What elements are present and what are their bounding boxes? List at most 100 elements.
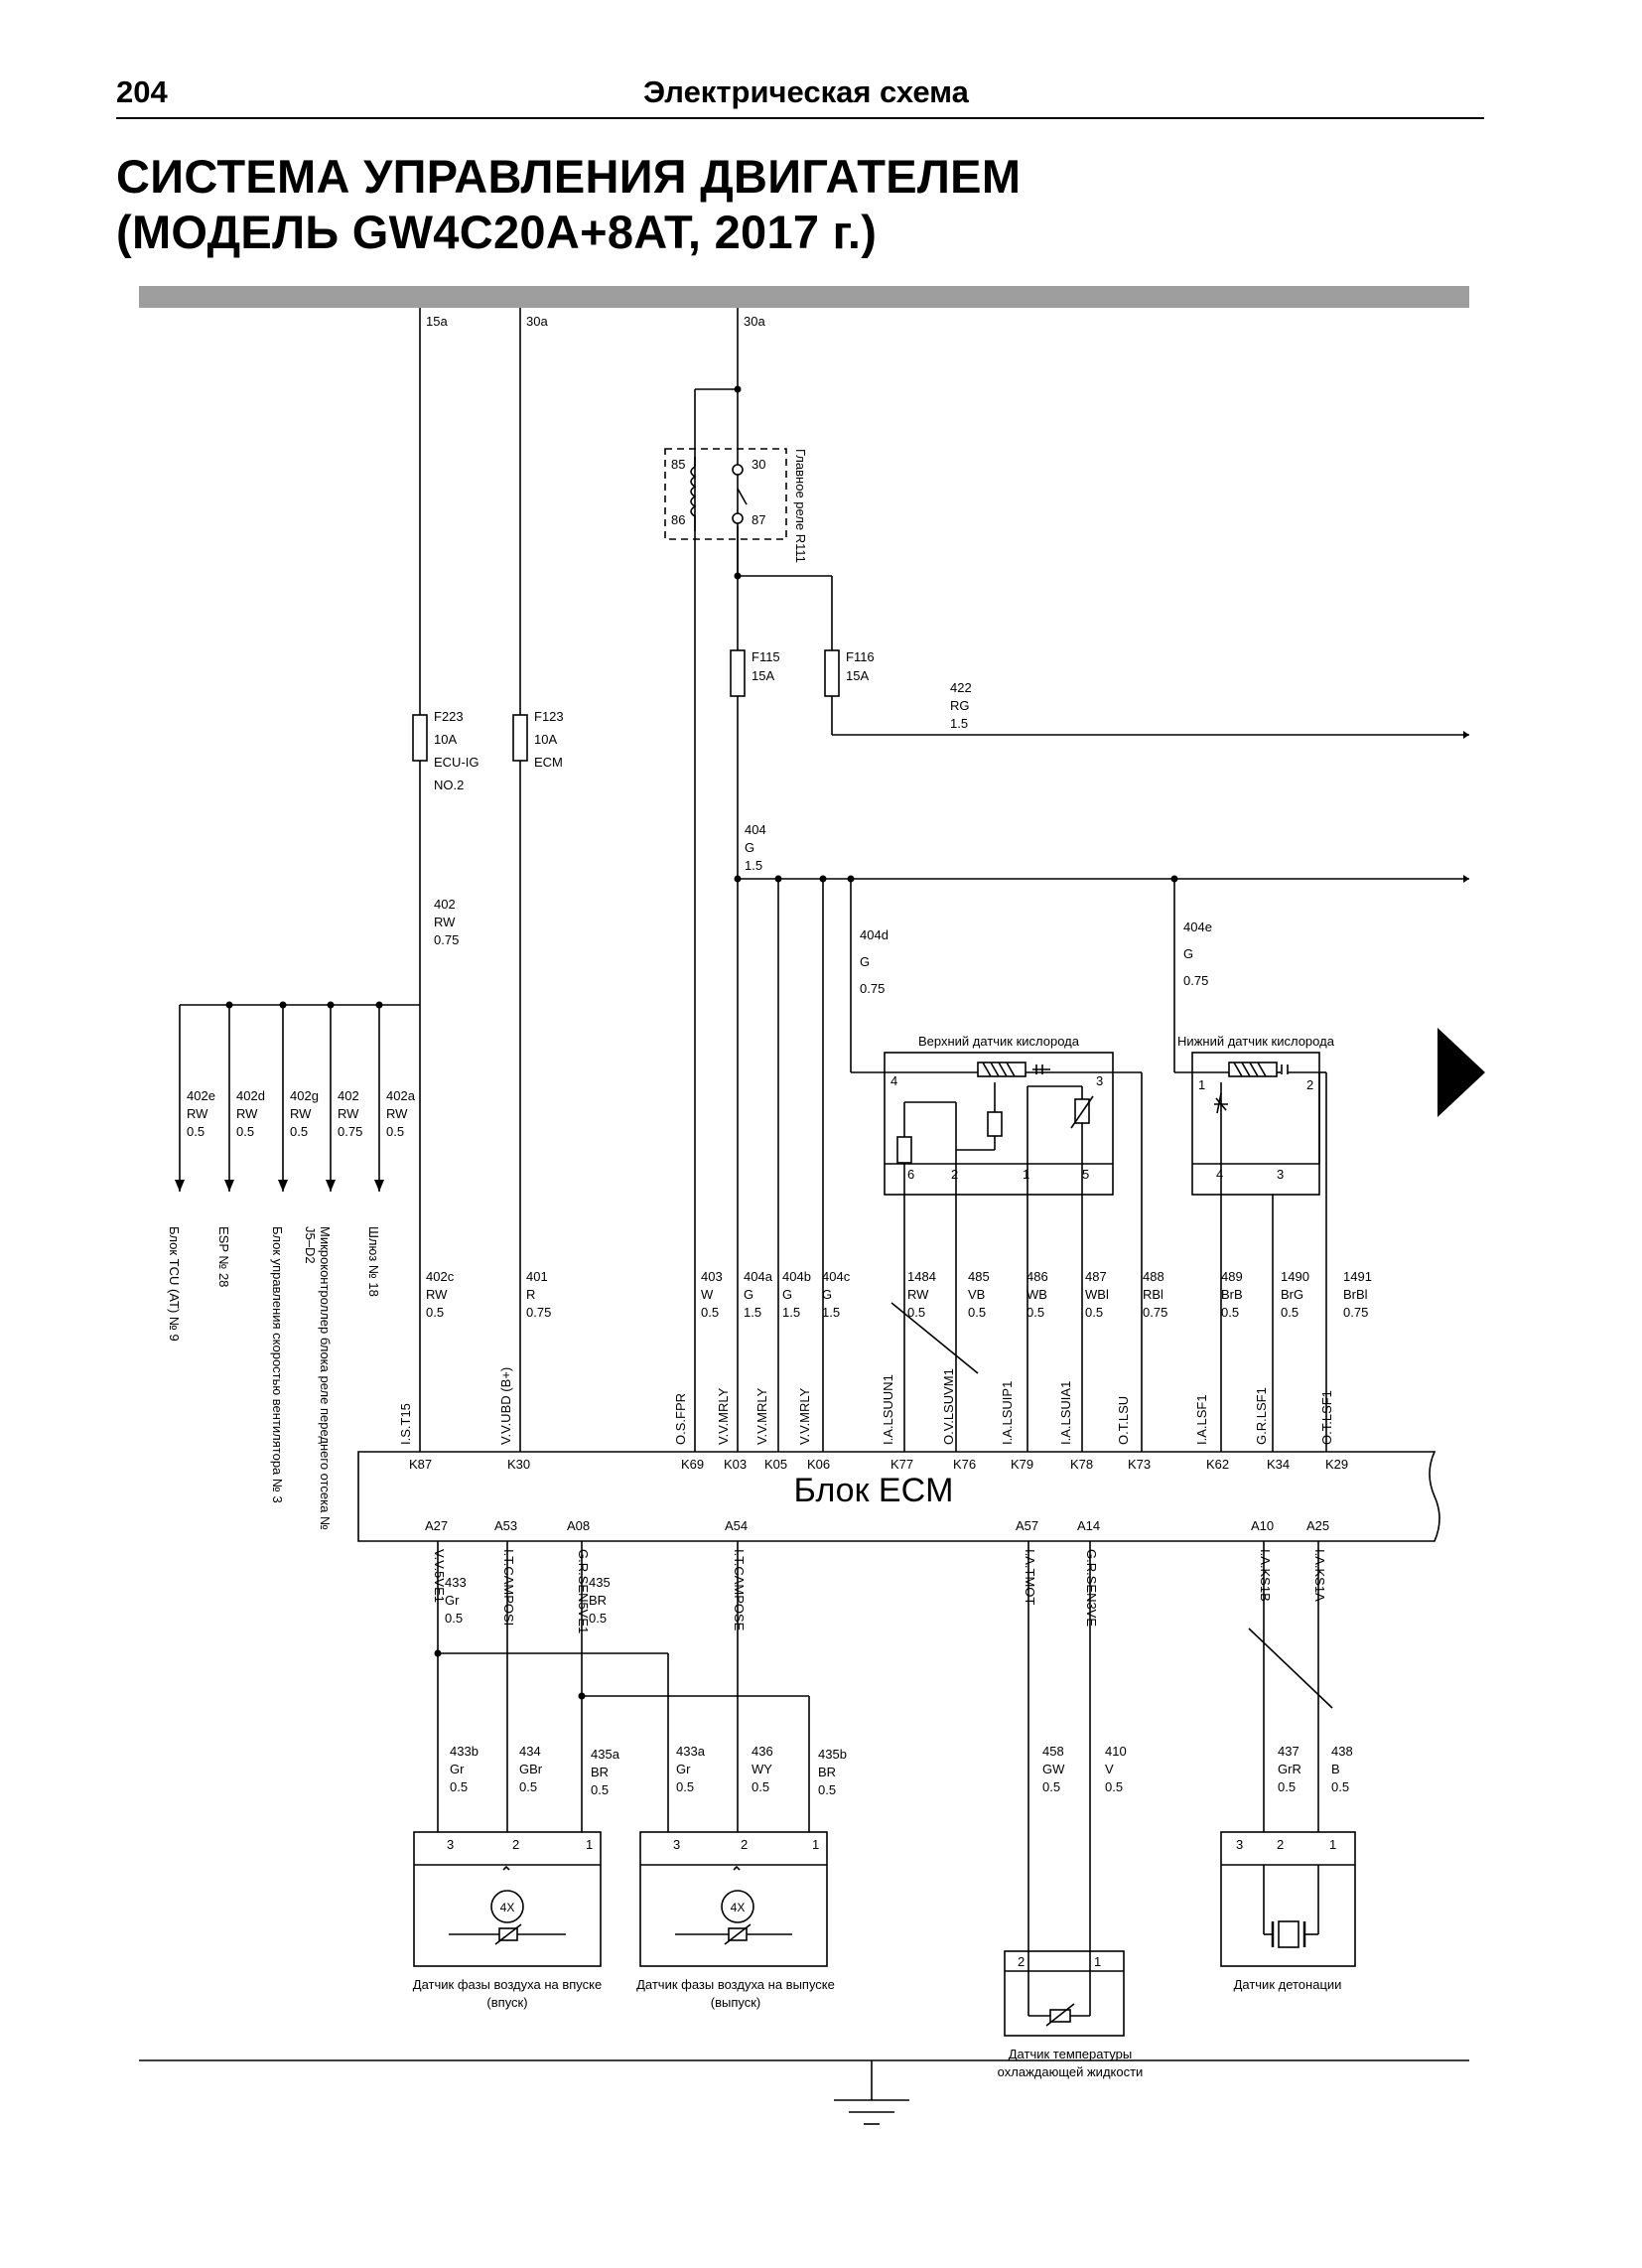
ecm-top-wire-5-1: G xyxy=(822,1287,832,1302)
wire-402-label-1: RW xyxy=(434,915,456,929)
ecm-top-wire-2-2: 0.5 xyxy=(701,1305,719,1320)
wire-422-label-0: 422 xyxy=(950,680,972,695)
bottom-lower-wire-9-1: B xyxy=(1331,1762,1340,1776)
wire-404-label-2: 1.5 xyxy=(745,858,762,873)
wire-404-label-1: G xyxy=(745,840,754,855)
branch-4-0: 402a xyxy=(386,1088,416,1103)
ecm-top-wire-7-2: 0.5 xyxy=(968,1305,986,1320)
relay-label: Главное реле R111 xyxy=(793,449,808,563)
upper-o2-pin-2: 2 xyxy=(951,1167,958,1182)
upper-o2-pin-5: 5 xyxy=(1082,1167,1089,1182)
ecm-top-wire-4-2: 1.5 xyxy=(782,1305,800,1320)
wire-404-label-0: 404 xyxy=(745,822,766,837)
lower-o2-label: Нижний датчик кислорода xyxy=(1177,1034,1335,1049)
ecm-top-wire-11-1: BrB xyxy=(1221,1287,1243,1302)
cam-in-mark: 4X xyxy=(500,1901,515,1914)
bottom-lower-wire-6-0: 458 xyxy=(1042,1744,1064,1759)
ecm-top-wire-11-0: 489 xyxy=(1221,1269,1243,1284)
wire-402-label-2: 0.75 xyxy=(434,932,459,947)
coolant-temp-sensor xyxy=(1004,1950,1125,2037)
ecm-top-pin-13: K29 xyxy=(1325,1457,1348,1472)
fuse-f223-label-3: NO.2 xyxy=(434,778,464,792)
ecm-top-signal-5: V.V.MRLY xyxy=(797,1387,812,1445)
bottom-wire-435-2: 0.5 xyxy=(589,1611,607,1626)
knock-pin-1: 1 xyxy=(1329,1837,1336,1852)
ecm-bottom-signal-5: G.R.SEN3VE xyxy=(1084,1549,1099,1627)
ecm-top-signal-12: G.R.LSF1 xyxy=(1254,1387,1269,1445)
bottom-lower-wire-4-1: WY xyxy=(752,1762,772,1776)
cam-out-pin-2: 2 xyxy=(741,1837,748,1852)
cam-sensor-exhaust xyxy=(639,1831,828,1967)
cam-out-label-1: Датчик фазы воздуха на выпуске xyxy=(636,1977,835,1992)
ecm-top-wire-13-2: 0.75 xyxy=(1343,1305,1368,1320)
upper-o2-pin-1: 1 xyxy=(1023,1167,1029,1182)
ecm-bottom-signal-6: I.A.KS1B xyxy=(1258,1549,1273,1602)
bottom-lower-wire-3-2: 0.5 xyxy=(676,1779,694,1794)
header-rule xyxy=(116,117,1484,119)
ecm-top-signal-9: I.A.LSUIA1 xyxy=(1058,1381,1073,1445)
ecm-top-signal-6: I.A.LSUUN1 xyxy=(881,1374,895,1445)
fuse-f115-label-0: F115 xyxy=(752,649,780,664)
bottom-lower-wire-9-0: 438 xyxy=(1331,1744,1353,1759)
wire-404d-label-2: 0.75 xyxy=(860,981,885,996)
relay-pin-85: 85 xyxy=(671,457,685,472)
ecm-top-pin-11: K62 xyxy=(1206,1457,1229,1472)
fuse-f123-label-0: F123 xyxy=(534,709,564,724)
ecm-bottom-pin-7: A25 xyxy=(1306,1518,1329,1533)
ecm-top-wire-10-2: 0.75 xyxy=(1143,1305,1167,1320)
bottom-lower-wire-2-2: 0.5 xyxy=(591,1782,609,1797)
lower-o2-pin-2: 2 xyxy=(1306,1077,1313,1092)
section-title: Электрическая схема xyxy=(643,74,969,109)
branch-1-1: RW xyxy=(236,1106,258,1121)
ecm-top-wire-3-0: 404a xyxy=(744,1269,773,1284)
branch-4-1: RW xyxy=(386,1106,408,1121)
title-line-1: СИСТЕМА УПРАВЛЕНИЯ ДВИГАТЕЛЕМ xyxy=(116,150,1022,203)
ecm-top-wire-11-2: 0.5 xyxy=(1221,1305,1239,1320)
ecm-top-signal-11: I.A.LSF1 xyxy=(1194,1394,1209,1445)
branch-dest-4: Шлюз № 18 xyxy=(366,1226,381,1297)
cam-out-mark: 4X xyxy=(731,1901,746,1914)
bottom-lower-wire-0-2: 0.5 xyxy=(450,1779,468,1794)
bottom-wire-433-2: 0.5 xyxy=(445,1611,463,1626)
ecm-bottom-pin-5: A14 xyxy=(1077,1518,1100,1533)
knock-pin-2: 2 xyxy=(1277,1837,1284,1852)
ecm-bottom-pin-6: A10 xyxy=(1251,1518,1274,1533)
ecm-top-wire-3-2: 1.5 xyxy=(744,1305,761,1320)
ecm-label: Блок ECM xyxy=(794,1472,954,1509)
lower-o2-pin-4: 4 xyxy=(1216,1167,1223,1182)
upper-o2-pin-6: 6 xyxy=(907,1167,914,1182)
ecm-top-wire-2-0: 403 xyxy=(701,1269,723,1284)
branch-dest2-3: J5–D2 xyxy=(303,1226,318,1264)
fuse-f123-label-1: 10A xyxy=(534,732,557,747)
ecm-top-wire-6-1: RW xyxy=(907,1287,929,1302)
branch-dest-0: Блок TCU (AT) № 9 xyxy=(167,1226,182,1342)
ecm-top-pin-8: K79 xyxy=(1011,1457,1033,1472)
wire-422-label-1: RG xyxy=(950,698,970,713)
title-line-2: (МОДЕЛЬ GW4C20A+8AT, 2017 г.) xyxy=(116,206,878,258)
branch-1-2: 0.5 xyxy=(236,1124,254,1139)
ecm-top-pin-1: K30 xyxy=(507,1457,530,1472)
bottom-wire-435-0: 435 xyxy=(589,1575,611,1590)
ecm-bottom-signal-7: I.A.KS1A xyxy=(1312,1549,1327,1602)
next-page-arrow-icon[interactable] xyxy=(1437,1028,1485,1117)
branch-dest-3: Микроконтроллер блока реле переднего отс… xyxy=(318,1226,333,1530)
branch-0-0: 402e xyxy=(187,1088,215,1103)
ecm-bottom-pin-3: A54 xyxy=(725,1518,748,1533)
wire-404e-label-2: 0.75 xyxy=(1183,973,1208,988)
coolant-label-1: Датчик температуры xyxy=(1009,2047,1132,2061)
cam-in-pin-1: 1 xyxy=(586,1837,593,1852)
page-title: СИСТЕМА УПРАВЛЕНИЯ ДВИГАТЕЛЕМ (МОДЕЛЬ GW… xyxy=(116,149,1021,260)
ecm-top-wire-1-0: 401 xyxy=(526,1269,548,1284)
ecm-top-wire-9-1: WBl xyxy=(1085,1287,1109,1302)
bottom-lower-wire-8-0: 437 xyxy=(1278,1744,1300,1759)
fuse-f223-label-1: 10A xyxy=(434,732,457,747)
ecm-top-signal-7: O.V.LSUVM1 xyxy=(941,1368,956,1445)
ecm-top-pin-12: K34 xyxy=(1267,1457,1290,1472)
fuse-f115 xyxy=(730,649,746,697)
wire-422-label-2: 1.5 xyxy=(950,716,968,731)
bottom-lower-wire-1-2: 0.5 xyxy=(519,1779,537,1794)
ecm-bottom-signal-1: I.T.CAMPOSI xyxy=(501,1549,516,1626)
ecm-top-pin-7: K76 xyxy=(953,1457,976,1472)
ecm-top-wire-6-0: 1484 xyxy=(907,1269,936,1284)
bottom-lower-wire-0-0: 433b xyxy=(450,1744,479,1759)
